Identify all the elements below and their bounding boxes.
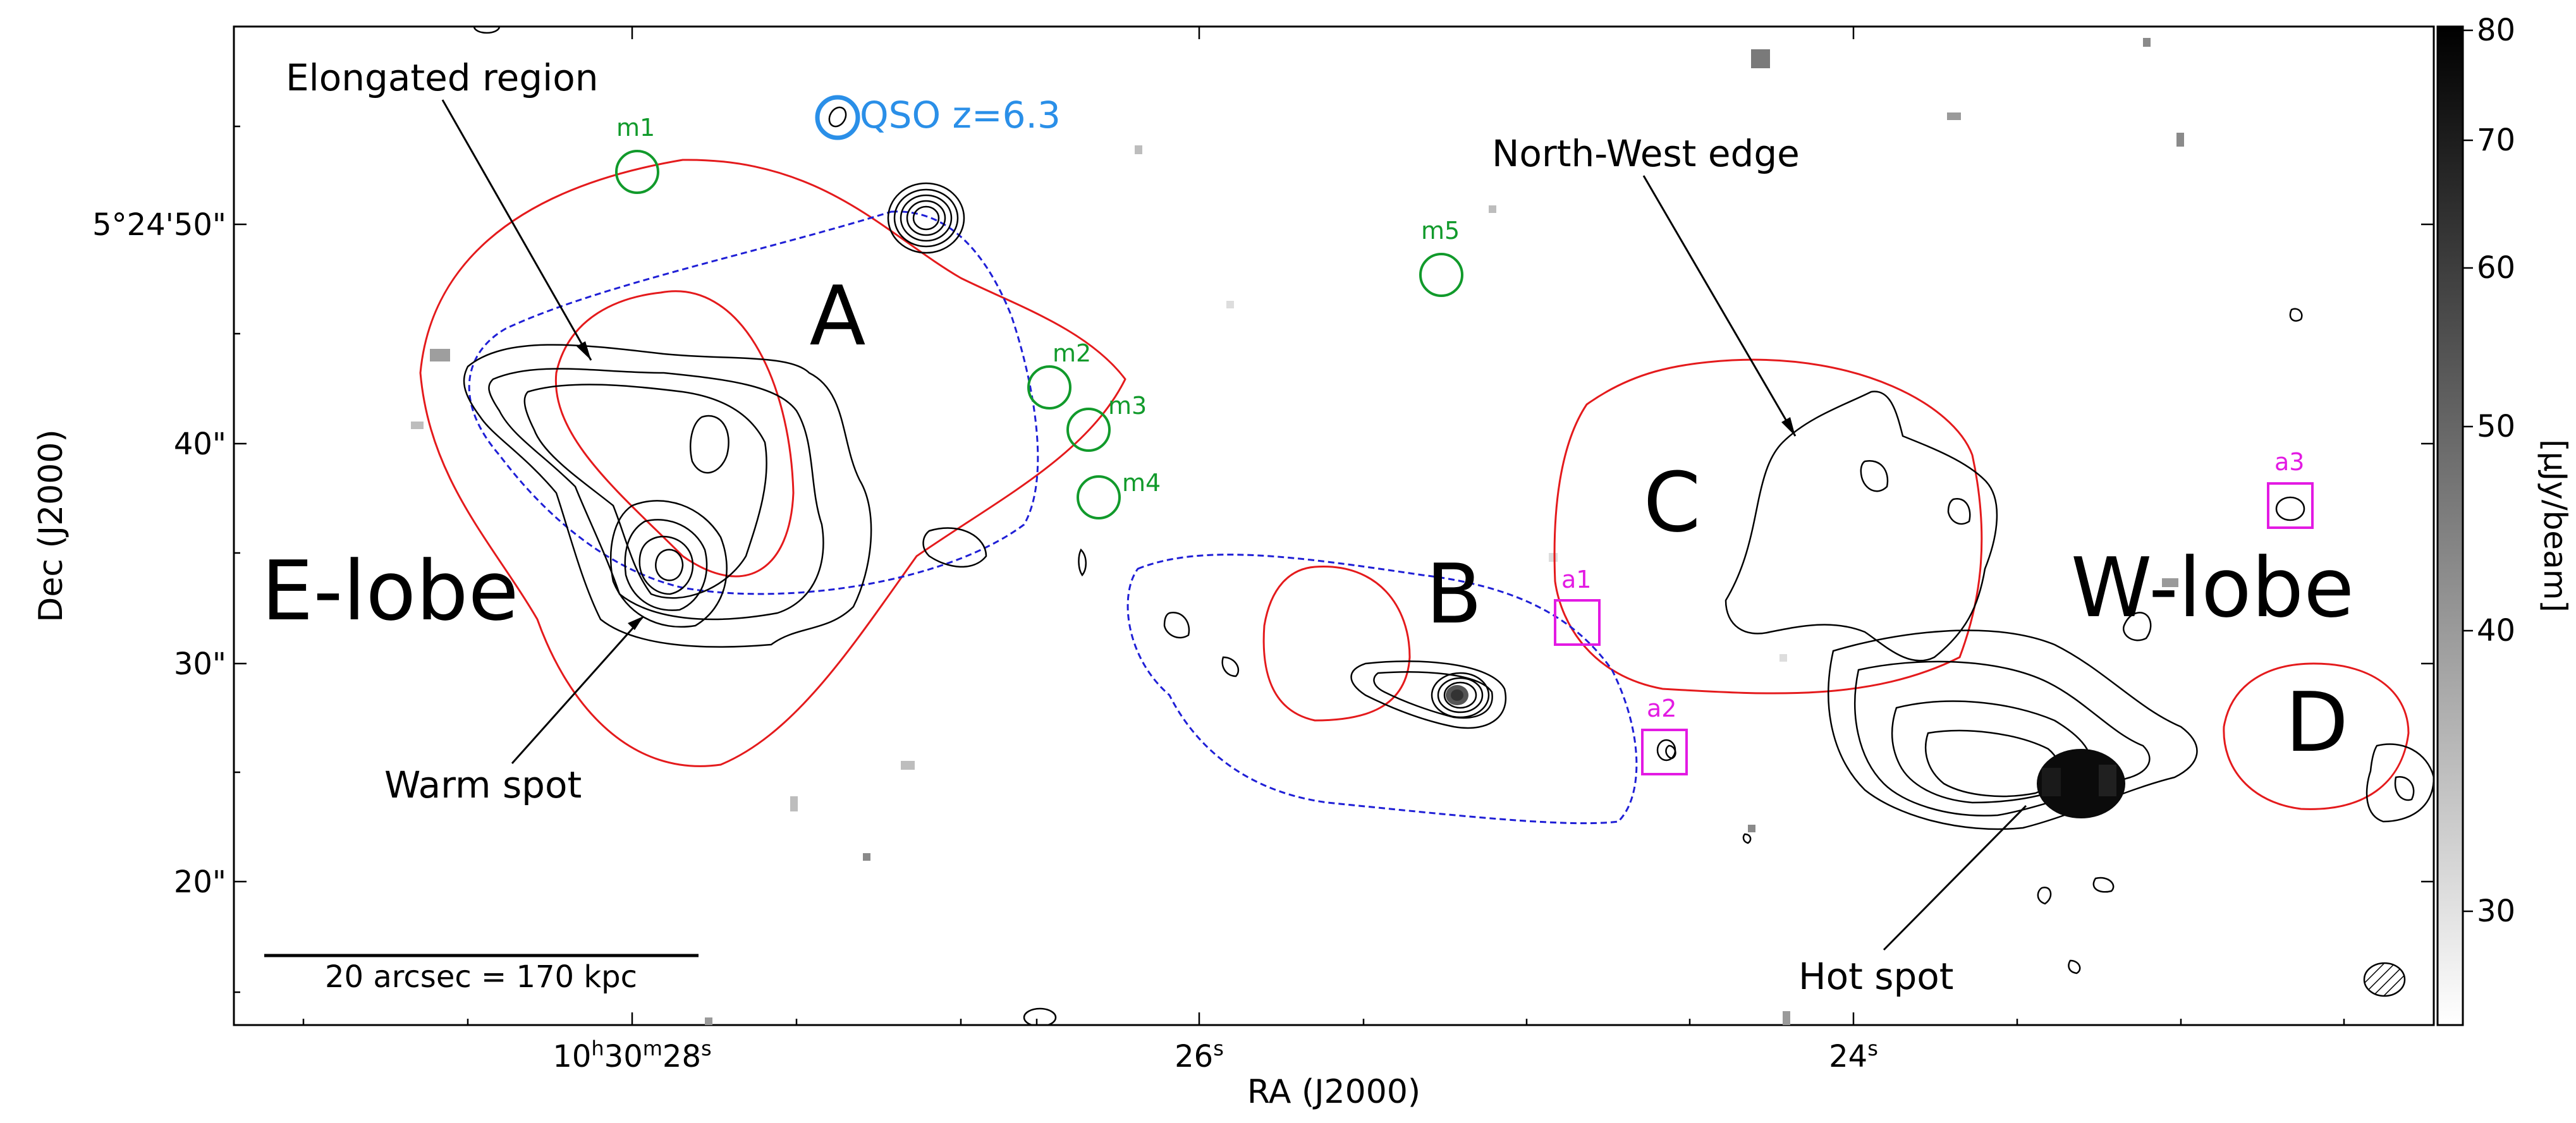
annotation-arrows xyxy=(441,99,2027,951)
frame-ticks xyxy=(234,27,2434,1025)
y-tick-label: 20" xyxy=(174,865,226,900)
colorbar-tick-label: 60 xyxy=(2477,250,2515,286)
y-tick-label: 40" xyxy=(174,427,226,462)
plot-frame xyxy=(233,25,2435,1026)
colorbar-tick-label: 40 xyxy=(2477,613,2515,648)
arrow-heads xyxy=(577,341,1795,630)
colorbar-tick-label: 70 xyxy=(2477,123,2515,158)
colorbar xyxy=(2436,25,2464,1026)
black-contours xyxy=(463,27,2434,1025)
x-tick-labels: 10h30m28s 26s 24s xyxy=(552,1036,1878,1074)
marker-a2: a2 xyxy=(1647,695,1676,722)
colorbar-tick-label: 80 xyxy=(2477,13,2515,48)
x-tick-label-1: 10h30m28s xyxy=(552,1036,711,1074)
colorbar-tick-label: 50 xyxy=(2477,409,2515,444)
red-contours xyxy=(419,159,2410,810)
region-d: D xyxy=(2285,674,2348,770)
annotation-warm-spot: Warm spot xyxy=(384,763,582,806)
region-b: B xyxy=(1425,546,1482,642)
qso-label: QSO z=6.3 xyxy=(860,94,1061,137)
x-tick-label-3: 24s xyxy=(1829,1036,1878,1074)
annotation-north-west-edge: North-West edge xyxy=(1492,132,1800,175)
green-marker-labels: m1 m2 m3 m4 m5 xyxy=(616,114,1460,497)
annotation-hot-spot: Hot spot xyxy=(1798,955,1954,998)
marker-m4: m4 xyxy=(1122,469,1161,497)
colorbar-ticks xyxy=(2463,29,2473,913)
y-tick-labels: 5°24'50" 40" 30" 20" xyxy=(92,207,226,900)
region-labels: A B C D E-lobe W-lobe xyxy=(261,268,2354,770)
plot-content xyxy=(411,27,2434,1025)
x-axis-label: RA (J2000) xyxy=(1247,1073,1420,1111)
scale-bar-label: 20 arcsec = 170 kpc xyxy=(325,959,637,995)
marker-a1: a1 xyxy=(1561,566,1591,593)
qso-marker xyxy=(815,95,860,140)
annotation-texts: Elongated region Warm spot North-West ed… xyxy=(286,56,1954,998)
green-markers xyxy=(615,150,1463,519)
y-tick-label: 5°24'50" xyxy=(92,207,226,243)
marker-a3: a3 xyxy=(2274,448,2304,476)
colorbar-tick-labels: 80 70 60 50 40 30 xyxy=(2477,13,2515,929)
marker-m5: m5 xyxy=(1421,217,1460,245)
region-w-lobe: W-lobe xyxy=(2071,540,2354,636)
y-tick-label: 30" xyxy=(174,646,226,682)
beam-ellipse xyxy=(2363,962,2406,997)
colorbar-tick-label: 30 xyxy=(2477,894,2515,929)
region-a: A xyxy=(810,268,866,364)
x-tick-label-2: 26s xyxy=(1175,1036,1224,1074)
y-axis-label: Dec (J2000) xyxy=(32,429,70,622)
annotation-elongated-region: Elongated region xyxy=(286,56,598,99)
magenta-marker-labels: a1 a2 a3 xyxy=(1561,448,2304,722)
region-e-lobe: E-lobe xyxy=(261,543,518,639)
region-c: C xyxy=(1644,454,1701,550)
magenta-markers xyxy=(1554,482,2314,775)
marker-m1: m1 xyxy=(616,114,655,142)
marker-m2: m2 xyxy=(1053,339,1091,367)
marker-m3: m3 xyxy=(1108,392,1147,420)
colorbar-label: [μJy/beam] xyxy=(2537,439,2573,612)
